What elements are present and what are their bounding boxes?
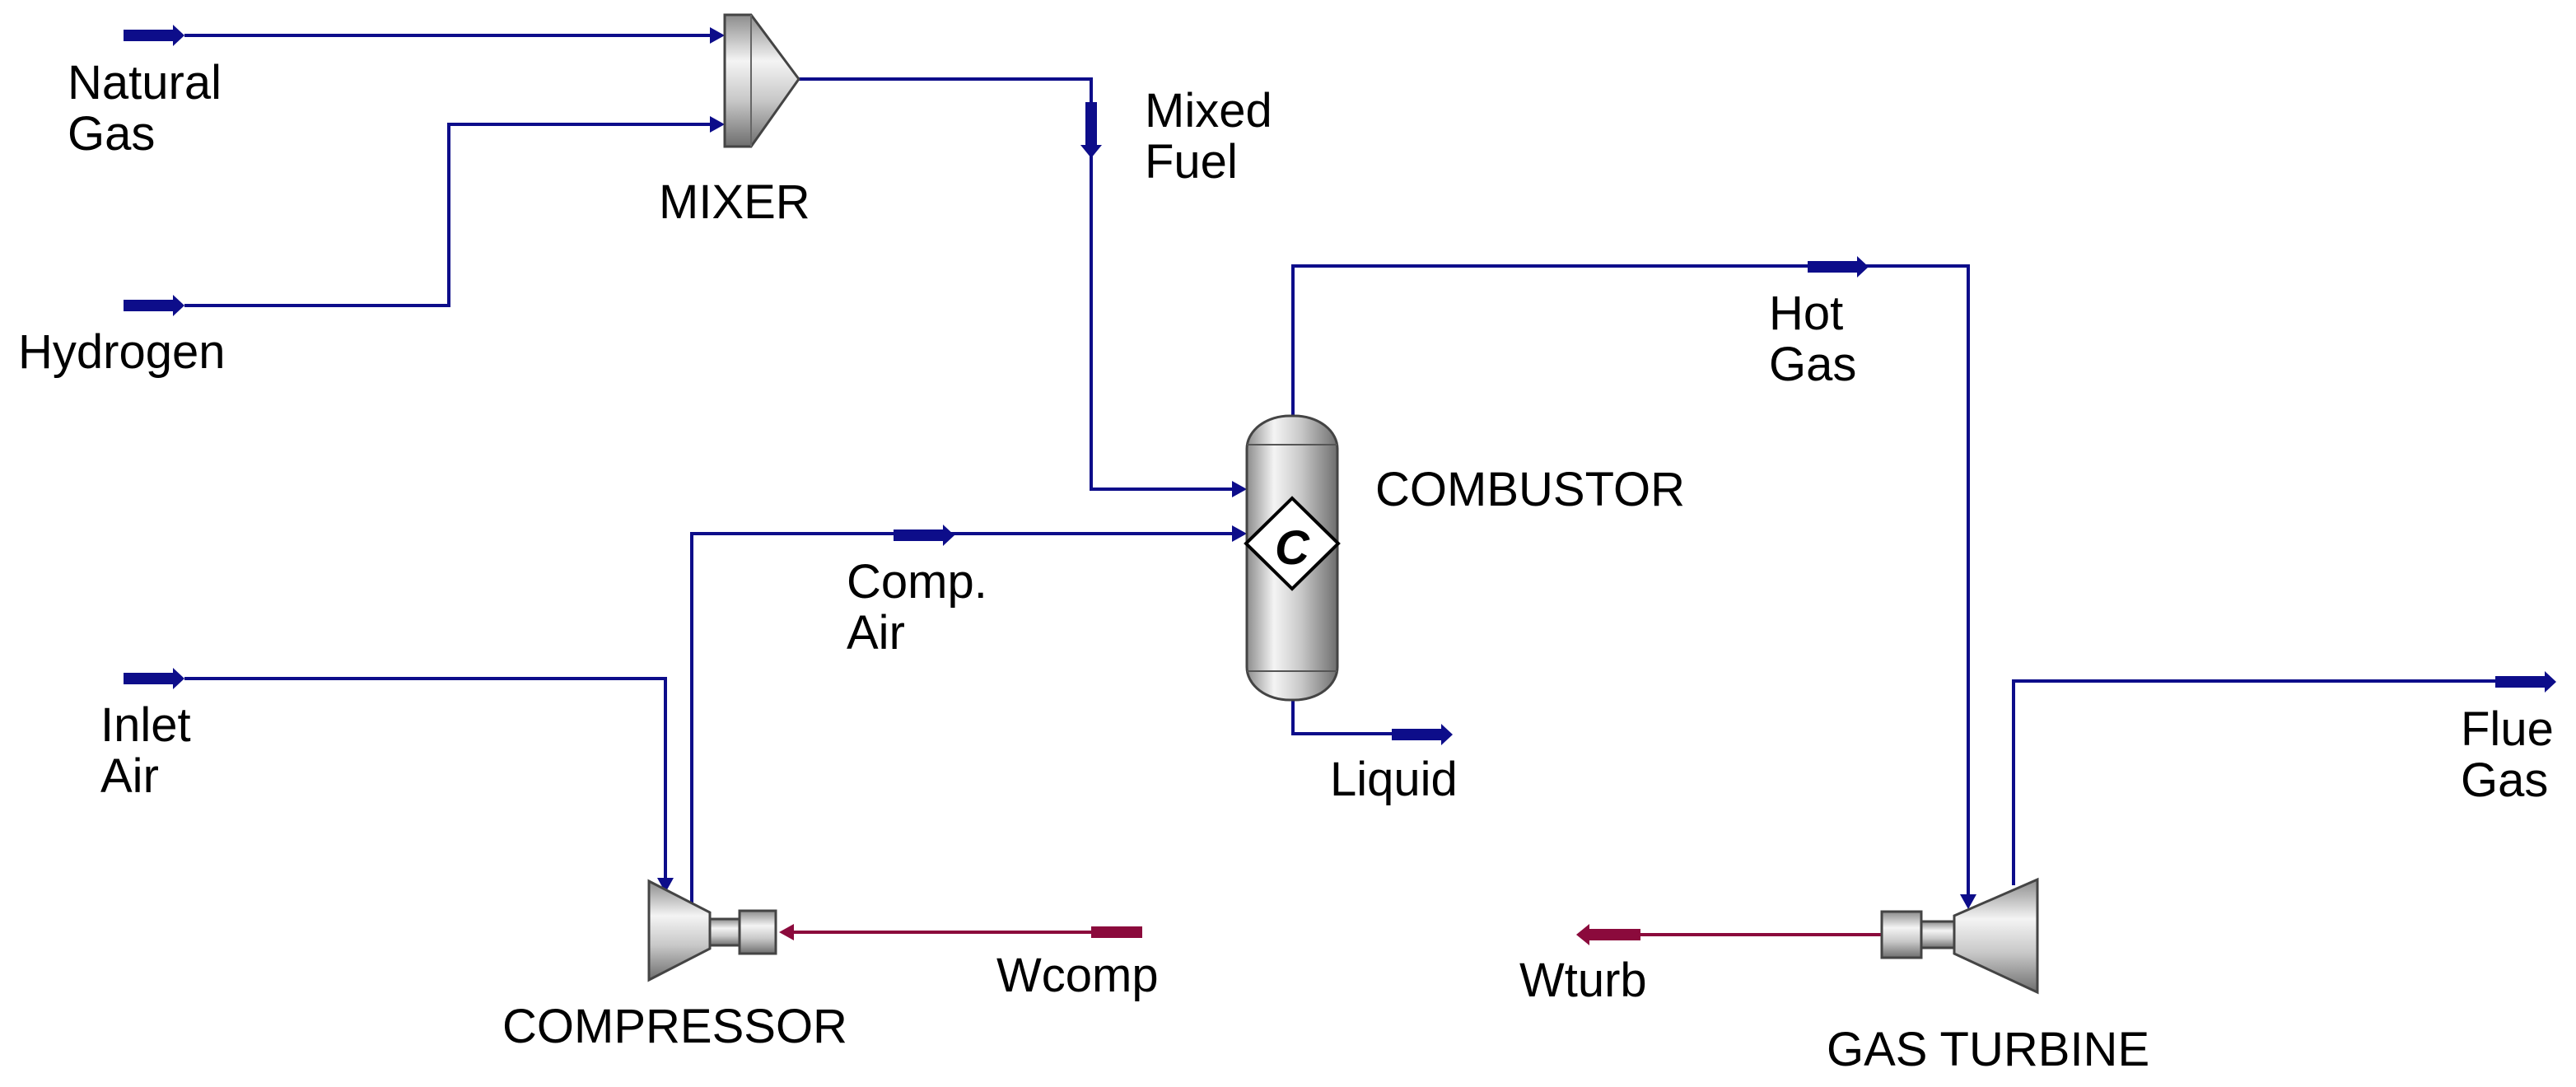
arrowhead: [943, 525, 954, 546]
stream-flow-marker: [1392, 729, 1441, 740]
stream-origin-marker: [124, 673, 173, 684]
stream-origin-marker: [124, 30, 173, 41]
arrowhead: [173, 295, 184, 316]
stream-line: [1291, 264, 1970, 898]
mixed-fuel-label-line1: Mixed: [1145, 84, 1272, 138]
stream-hydrogen[interactable]: [124, 116, 725, 316]
arrowhead: [1857, 256, 1869, 278]
natural-gas-label-line1: Natural: [68, 56, 222, 110]
comp-air-label-line2: Air: [847, 606, 905, 660]
mixer-icon: [723, 13, 800, 148]
stream-flue-gas[interactable]: [2012, 671, 2556, 885]
arrowhead: [779, 924, 794, 940]
stream-liquid[interactable]: [1291, 700, 1453, 745]
arrowhead: [710, 27, 725, 44]
arrowhead: [173, 25, 184, 46]
work-stream-marker: [1091, 926, 1142, 938]
stream-flow-marker: [1085, 102, 1097, 145]
hydrogen-label: Hydrogen: [18, 325, 225, 379]
arrowhead: [1080, 145, 1102, 158]
combustor-symbol: C: [1275, 521, 1310, 575]
stream-mixed-fuel[interactable]: [799, 77, 1247, 497]
stream-comp-air[interactable]: [690, 525, 1247, 906]
arrowhead: [1441, 724, 1453, 745]
stream-line: [2012, 679, 2495, 885]
stream-line: [184, 677, 667, 881]
stream-flow-marker: [894, 530, 943, 541]
compressor-shaft-icon: [708, 917, 741, 947]
combustor-block[interactable]: C: [1244, 414, 1341, 702]
stream-inlet-air[interactable]: [124, 668, 674, 893]
mixed-fuel-label-line2: Fuel: [1145, 135, 1238, 189]
arrowhead: [657, 878, 674, 893]
arrowhead: [2545, 671, 2556, 693]
comp-air-label-line1: Comp.: [847, 555, 987, 609]
stream-line: [1291, 700, 1392, 735]
stream-hot-gas[interactable]: [1291, 256, 1976, 909]
stream-natural-gas[interactable]: [124, 25, 725, 46]
work-stream-marker: [1589, 929, 1640, 940]
mixer-block[interactable]: [723, 13, 800, 148]
natural-gas-label-line2: Gas: [68, 107, 155, 161]
stream-line: [799, 77, 1235, 491]
turbine-cone-icon: [1953, 877, 2039, 995]
stream-line: [690, 532, 1235, 906]
turbine-shaft-icon: [1920, 920, 1956, 949]
gas-turbine-block[interactable]: [1880, 877, 2039, 995]
combustor-diamond-icon: [1244, 496, 1341, 591]
arrowhead: [1960, 894, 1976, 909]
wturb-label: Wturb: [1519, 954, 1647, 1007]
inlet-air-label-line2: Air: [100, 749, 159, 803]
stream-line: [184, 123, 713, 307]
wcomp-label: Wcomp: [996, 949, 1159, 1002]
stream-flow-marker: [2495, 676, 2545, 688]
work-stream-wturb[interactable]: [1576, 924, 1882, 945]
flue-gas-label-line2: Gas: [2461, 753, 2548, 807]
inlet-air-label-line1: Inlet: [100, 698, 191, 752]
hot-gas-label-line2: Gas: [1769, 338, 1856, 391]
flue-gas-label-line1: Flue: [2461, 702, 2554, 756]
mixer-label: MIXER: [659, 175, 810, 229]
compressor-coupling-icon: [738, 909, 777, 955]
arrowhead: [710, 116, 725, 133]
liquid-label: Liquid: [1330, 753, 1458, 806]
combustor-label: COMBUSTOR: [1375, 463, 1685, 516]
arrowhead: [1232, 481, 1247, 497]
hot-gas-label-line1: Hot: [1769, 287, 1843, 340]
stream-flow-marker: [1808, 261, 1857, 273]
compressor-cone-icon: [647, 879, 712, 982]
compressor-block[interactable]: [647, 879, 777, 982]
arrowhead: [173, 668, 184, 689]
work-stream-wcomp[interactable]: [779, 924, 1142, 940]
gas-turbine-label: GAS TURBINE: [1827, 1023, 2149, 1076]
turbine-coupling-icon: [1880, 910, 1923, 959]
arrowhead: [1576, 924, 1589, 945]
compressor-label: COMPRESSOR: [502, 1000, 847, 1053]
stream-origin-marker: [124, 300, 173, 311]
arrowhead: [1232, 525, 1247, 542]
